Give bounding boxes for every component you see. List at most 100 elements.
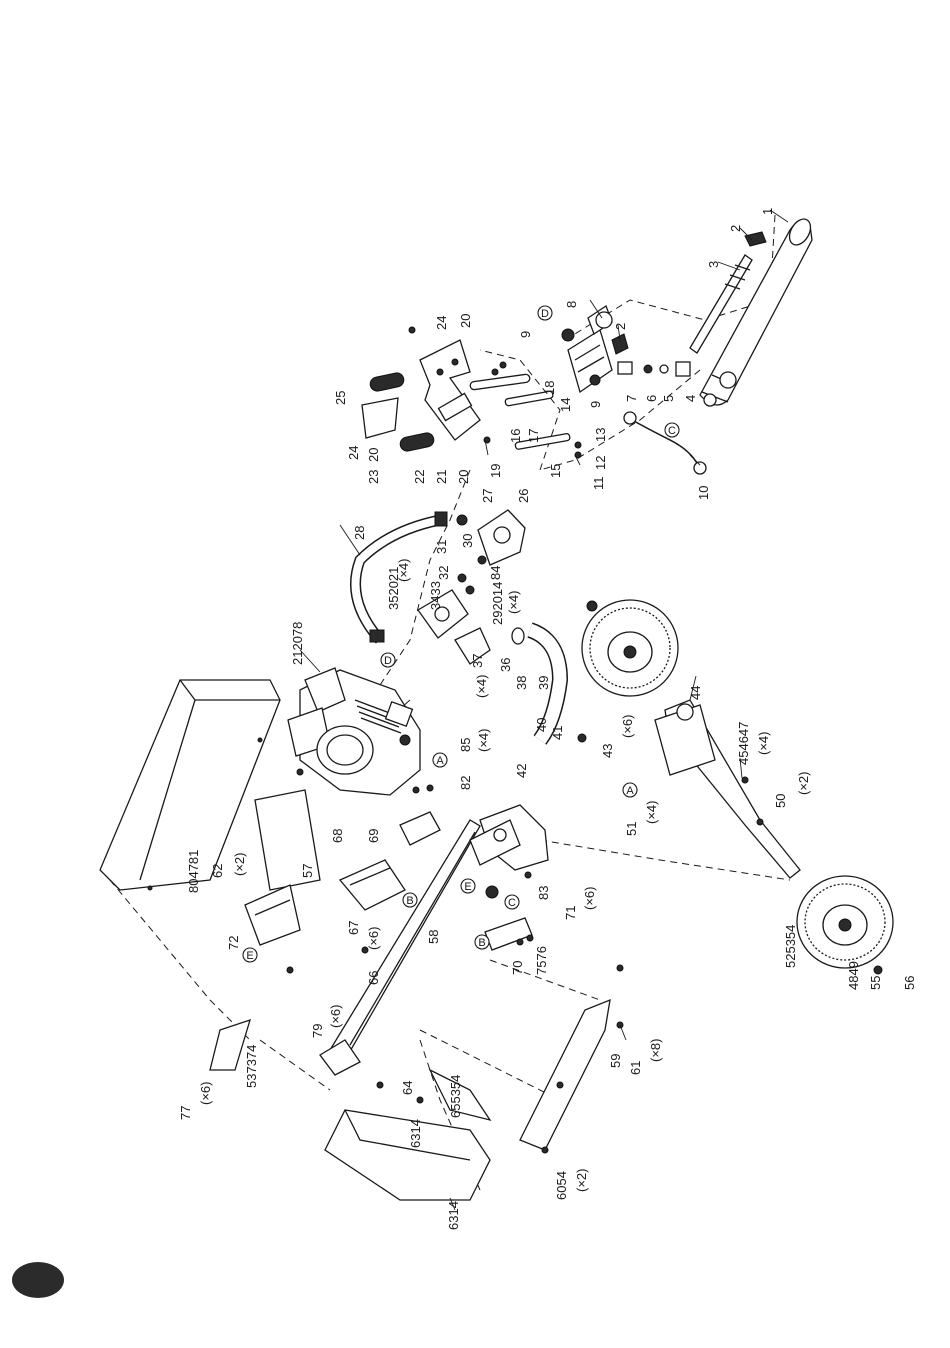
svg-text:E: E — [246, 950, 253, 962]
engine — [287, 667, 421, 796]
part-label: 23 — [366, 470, 381, 484]
part-label: 20 — [366, 448, 381, 462]
part-label: 30 — [460, 534, 475, 548]
part-label: 13 — [593, 428, 608, 442]
high-pressure-hose — [623, 411, 707, 475]
part-label: 67 — [346, 921, 361, 935]
part-label: 40 — [534, 718, 549, 732]
part-label: 66 — [366, 971, 381, 985]
part-label: 38 — [514, 676, 529, 690]
quantity-labels: (×4) (×4) (×4) (×4) (×6) (×4) (×2) (×4) … — [198, 559, 811, 1192]
svg-text:C: C — [508, 897, 516, 909]
part-label: 59 — [608, 1054, 623, 1068]
plate-79 — [209, 1018, 251, 1071]
wheel-upper — [581, 599, 679, 697]
part-label: 71 — [563, 906, 578, 920]
quantity-label: (×6) — [198, 1082, 213, 1105]
quantity-label: (×2) — [574, 1169, 589, 1192]
part-label: 20 — [458, 314, 473, 328]
part-label: 6314 — [446, 1201, 461, 1230]
marker-d-2: D — [380, 652, 396, 668]
part-label: 9 — [518, 331, 533, 338]
part-label: 55 — [868, 976, 883, 990]
hydraulic-cylinder — [699, 218, 813, 407]
part-label: 537374 — [244, 1045, 259, 1088]
part-label: 292014 — [490, 582, 505, 625]
quantity-label: (×2) — [796, 772, 811, 795]
quantity-label: (×6) — [366, 927, 381, 950]
part-label: 15 — [548, 464, 563, 478]
part-label: 37 — [470, 654, 485, 668]
part-label: 4 — [683, 395, 698, 402]
part-label: 7 — [624, 395, 639, 402]
part-label: 352021 — [386, 567, 401, 610]
marker-b-1: B — [402, 892, 418, 908]
part-label: 44 — [688, 686, 703, 700]
marker-e-1: E — [242, 947, 258, 963]
leader-lines — [299, 209, 789, 1211]
part-label: 20 — [456, 470, 471, 484]
part-labels: 1 2 2 3 4 5 6 7 8 9 9 10 11 12 13 14 15 … — [178, 208, 917, 1230]
hydraulic-pump — [456, 509, 526, 566]
part-label: 26 — [516, 489, 531, 503]
axle — [654, 699, 801, 879]
page-corner-marker — [12, 1262, 64, 1298]
part-label: 27 — [480, 489, 495, 503]
part-label: 11 — [591, 477, 606, 491]
mount-bracket-70 — [338, 859, 406, 911]
part-label: 39 — [536, 676, 551, 690]
marker-a-2: A — [622, 782, 638, 798]
return-hose — [511, 622, 569, 745]
part-label: 16 — [508, 429, 523, 443]
part-label: 7576 — [534, 946, 549, 975]
lever-rods — [408, 326, 582, 459]
part-label: 804781 — [186, 850, 201, 893]
cylinder-fitting — [744, 231, 767, 247]
part-label: 83 — [536, 886, 551, 900]
part-label: 43 — [600, 744, 615, 758]
part-label: 5 — [661, 395, 676, 402]
quantity-label: (×6) — [620, 715, 635, 738]
part-label: 14 — [558, 398, 573, 412]
part-label: 2 — [728, 225, 743, 232]
part-label: 41 — [550, 726, 565, 740]
part-label: 25 — [333, 391, 348, 405]
wheel-lower — [796, 875, 894, 975]
svg-text:C: C — [668, 425, 676, 437]
quantity-label: (×6) — [328, 1005, 343, 1028]
svg-text:B: B — [478, 937, 485, 949]
wedge-housing — [469, 804, 549, 871]
part-label: 10 — [696, 486, 711, 500]
part-label: 79 — [310, 1024, 325, 1038]
part-label: 31 — [434, 540, 449, 554]
guard-62 — [519, 998, 611, 1151]
part-label: 22 — [412, 470, 427, 484]
svg-text:A: A — [626, 785, 634, 797]
quantity-label: (×4) — [474, 675, 489, 698]
part-label: 525354 — [783, 925, 798, 968]
fasteners — [286, 733, 764, 1154]
quantity-label: (×6) — [582, 887, 597, 910]
part-label: 1 — [760, 208, 775, 215]
marker-d-1: D — [537, 305, 553, 321]
quantity-label: (×8) — [648, 1039, 663, 1062]
part-label: 212078 — [290, 622, 305, 665]
lever-bracket — [419, 339, 481, 441]
quantity-label: (×4) — [476, 729, 491, 752]
part-label: 655354 — [448, 1075, 463, 1118]
part-label: 32 — [436, 566, 451, 580]
clamp-66 — [428, 1068, 492, 1122]
part-label: 3433 — [428, 581, 443, 610]
reference-markers: A A B B C C D D E E — [242, 305, 680, 963]
part-label: 61 — [628, 1061, 643, 1075]
part-label: 24 — [434, 316, 449, 330]
part-label: 17 — [526, 429, 541, 443]
part-label: 2 — [613, 323, 628, 330]
part-label: 24 — [346, 446, 361, 460]
part-label: 36 — [498, 658, 513, 672]
part-label: 68 — [330, 829, 345, 843]
guard-64 — [324, 1109, 491, 1201]
part-label: 77 — [178, 1106, 193, 1120]
angle-brackets — [399, 811, 533, 951]
pump-bracket — [454, 627, 491, 665]
